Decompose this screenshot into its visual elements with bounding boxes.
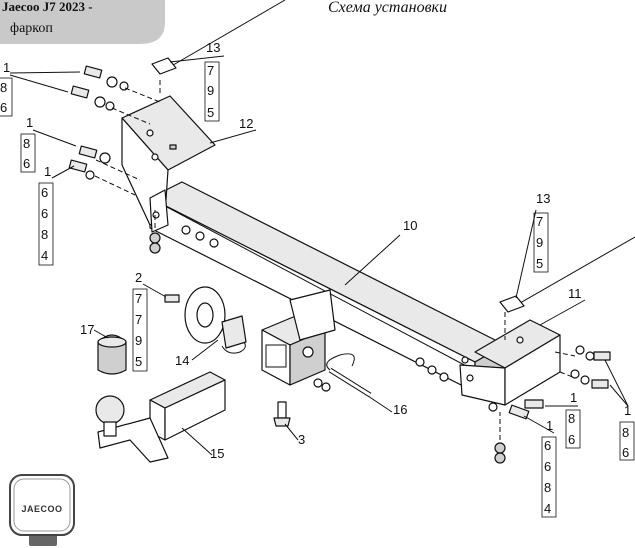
callout-right-far: 1 8 6 (604, 359, 635, 461)
callout-socket: 2 7 7 9 5 (132, 270, 167, 372)
svg-text:8: 8 (41, 227, 48, 242)
hitch-pin (326, 353, 372, 398)
svg-text:6: 6 (544, 459, 551, 474)
svg-text:8: 8 (0, 80, 7, 95)
svg-text:5: 5 (135, 354, 142, 369)
right-bracket (459, 319, 561, 406)
callout-beam: 10 (403, 218, 417, 233)
svg-text:8: 8 (622, 425, 629, 440)
svg-text:1: 1 (26, 115, 33, 130)
svg-text:9: 9 (135, 333, 142, 348)
svg-text:7: 7 (207, 63, 214, 78)
svg-text:1: 1 (44, 164, 51, 179)
svg-text:9: 9 (207, 83, 214, 98)
callout-ball-mount: 15 (210, 446, 224, 461)
svg-text:8: 8 (23, 136, 30, 151)
callout-bracket-left: 12 (239, 116, 253, 131)
svg-text:6: 6 (41, 185, 48, 200)
svg-text:6: 6 (41, 206, 48, 221)
callout-bracket-right-top: 13 7 9 5 (515, 191, 550, 299)
svg-text:8: 8 (568, 411, 575, 426)
svg-text:9: 9 (536, 235, 543, 250)
callout-socket-plate: 14 (175, 353, 189, 368)
svg-text:1: 1 (624, 403, 631, 418)
guide-lines (94, 80, 576, 440)
left-bracket (121, 95, 216, 233)
svg-text:13: 13 (536, 191, 550, 206)
callout-bracket-left-top: 13 7 9 5 (169, 40, 225, 122)
svg-text:6: 6 (0, 100, 7, 115)
callout-right-mid: 1 8 6 (545, 390, 581, 449)
svg-text:6: 6 (568, 432, 575, 447)
callout-bracket-right: 11 (568, 286, 582, 301)
svg-text:8: 8 (544, 480, 551, 495)
callout-left-mid: 1 8 6 (20, 115, 77, 173)
svg-text:4: 4 (544, 501, 551, 516)
svg-text:5: 5 (536, 256, 543, 271)
callout-bolt: 3 (298, 432, 305, 447)
svg-text:7: 7 (536, 214, 543, 229)
callout-left-low: 1 6 6 8 4 (38, 164, 75, 266)
svg-text:13: 13 (206, 40, 220, 55)
svg-text:2: 2 (135, 270, 142, 285)
svg-text:4: 4 (41, 248, 48, 263)
svg-text:1: 1 (546, 418, 553, 433)
header-tab: Jaecoo J7 2023 - фаркоп (0, 0, 165, 44)
svg-text:6: 6 (622, 445, 629, 460)
brand-logo: JAECOO (9, 474, 75, 546)
receiver (261, 289, 336, 386)
callout-cap: 17 (80, 322, 94, 337)
logo-text: JAECOO (21, 504, 62, 514)
svg-text:6: 6 (23, 156, 30, 171)
callout-pin: 16 (393, 402, 407, 417)
bottom-bolt (273, 401, 291, 427)
ball-cap (97, 334, 127, 375)
callout-left-top: 1 8 6 (0, 60, 81, 117)
svg-text:1: 1 (570, 390, 577, 405)
svg-text:1: 1 (3, 60, 10, 75)
model-text: Jaecoo J7 2023 - (2, 0, 93, 14)
svg-text:6: 6 (544, 438, 551, 453)
svg-text:7: 7 (135, 312, 142, 327)
svg-text:5: 5 (207, 105, 214, 120)
socket-plate (184, 286, 247, 354)
ball-mount (95, 371, 226, 463)
product-text: фаркоп (10, 21, 53, 36)
diagram-title: Схема установки (328, 0, 447, 16)
svg-text:7: 7 (135, 291, 142, 306)
callout-right-low: 1 6 6 8 4 (523, 415, 557, 518)
fasteners (68, 57, 611, 464)
